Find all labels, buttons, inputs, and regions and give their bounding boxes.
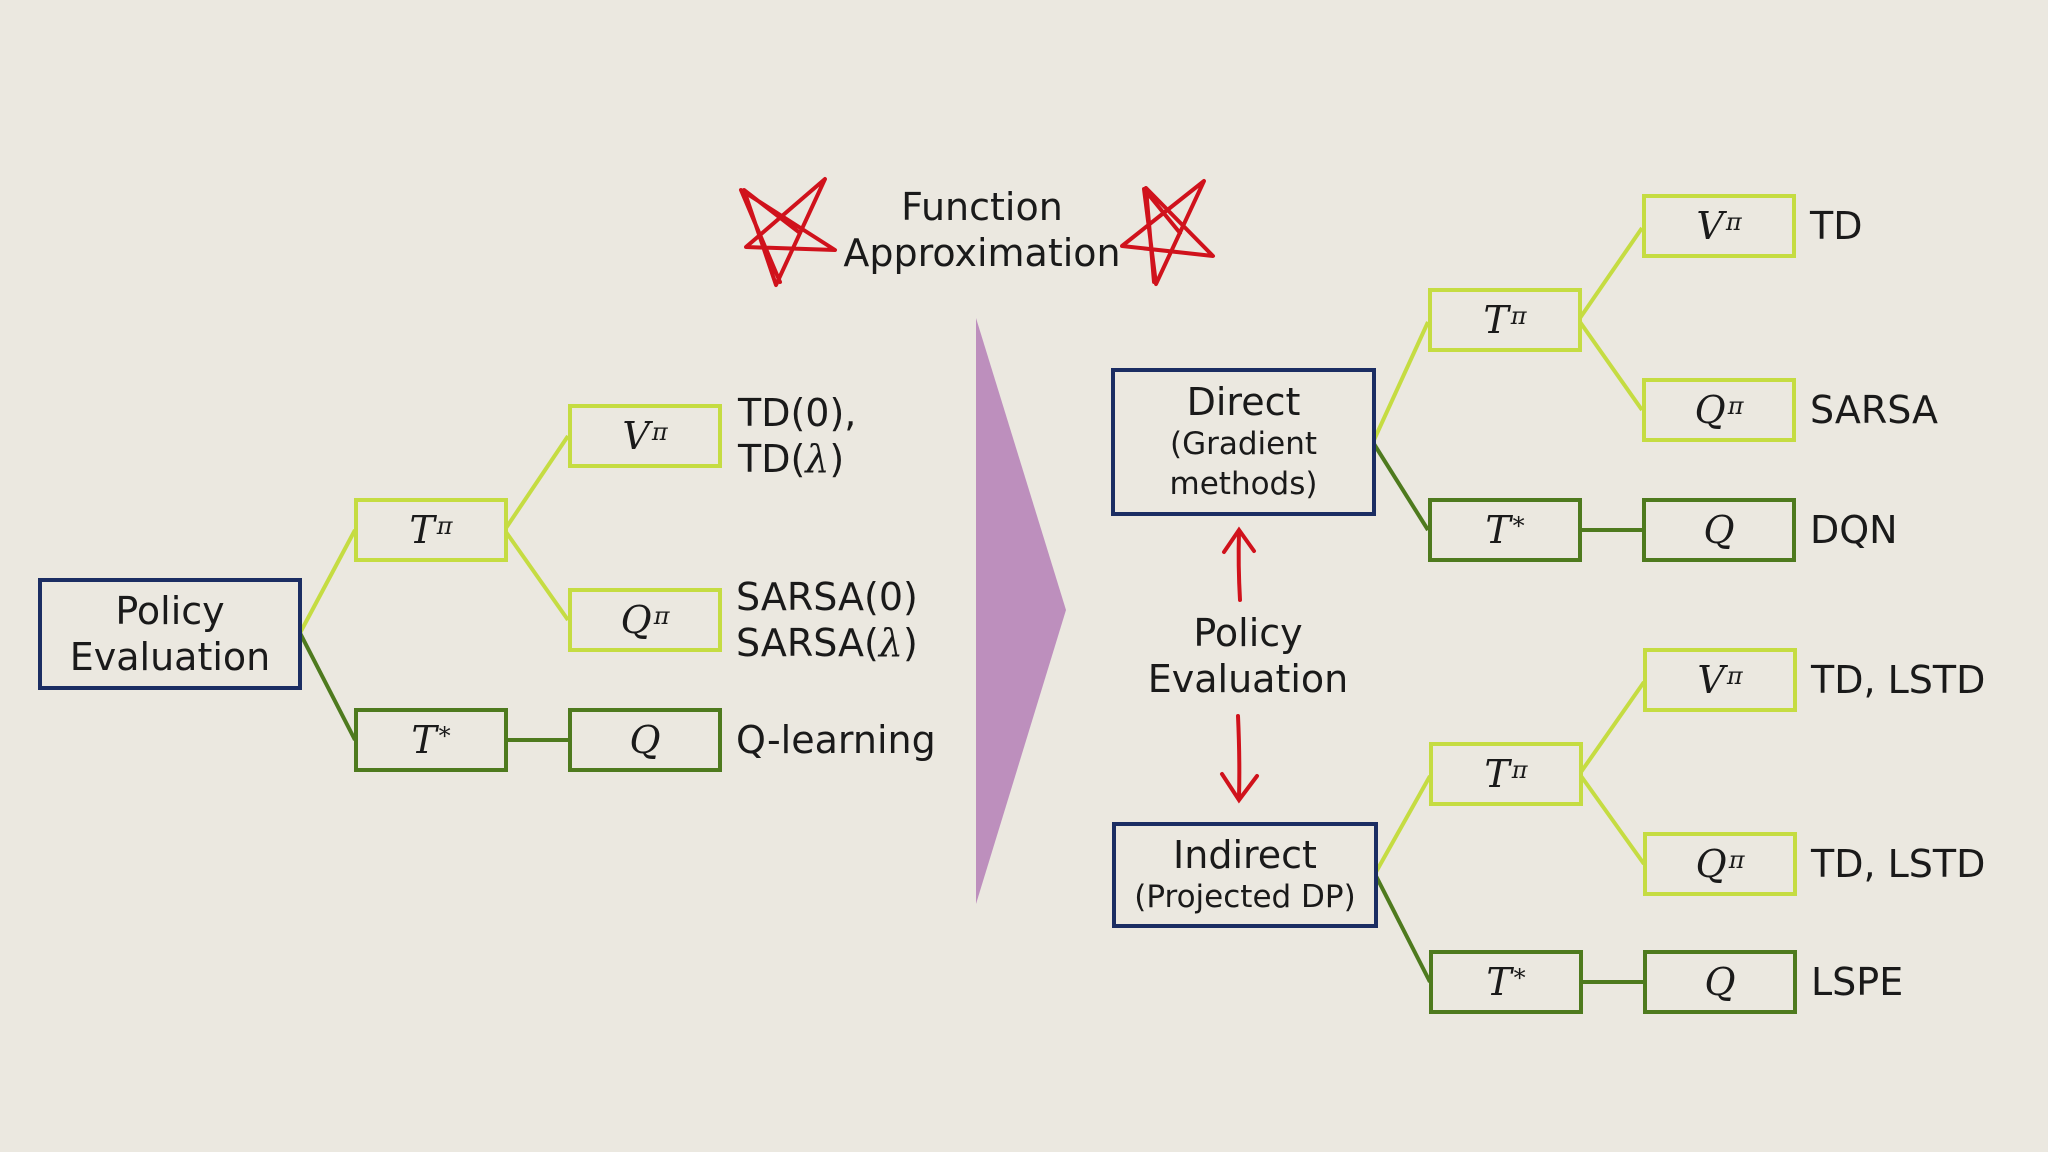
direct-q-box: Q: [1642, 498, 1796, 562]
star-icon: [1120, 179, 1215, 286]
direct-label-sarsa: SARSA: [1810, 388, 1939, 432]
direct-t-star-box: T*: [1428, 498, 1582, 562]
label-sarsa-lambda: SARSA(λ): [736, 621, 918, 665]
left-label-sarsa: SARSA(0) SARSA(λ): [736, 574, 918, 666]
left-policy-evaluation-box: Policy Evaluation: [38, 578, 302, 690]
indirect-t-star-box: T*: [1429, 950, 1583, 1014]
left-q-box: Q: [568, 708, 722, 772]
indirect-q-box: Q: [1643, 950, 1797, 1014]
connector-indirect-root-tpi: [1374, 775, 1432, 873]
connector-indirect-root-tstar: [1374, 875, 1432, 983]
indirect-label-td-lstd-v: TD, LSTD: [1811, 658, 1986, 702]
direct-title: Direct: [1186, 380, 1301, 424]
indirect-title: Indirect: [1173, 833, 1317, 877]
title-line-1: Function: [901, 185, 1063, 229]
indirect-box: Indirect (Projected DP): [1112, 822, 1378, 928]
up-arrow-icon: [1222, 526, 1256, 602]
connector-direct-tpi-vpi: [1578, 226, 1644, 320]
left-label-qlearning: Q-learning: [736, 718, 936, 762]
connector-left-tpi-vpi: [504, 434, 570, 530]
label-td-lambda: TD(λ): [738, 437, 845, 481]
down-arrow-icon: [1220, 714, 1259, 804]
direct-label-dqn: DQN: [1810, 508, 1898, 552]
big-right-arrow-icon: [976, 318, 1066, 904]
label-sarsa0: SARSA(0): [736, 575, 918, 619]
middle-line-1: Policy: [1193, 611, 1303, 655]
connector-direct-root-tstar: [1372, 442, 1430, 532]
indirect-label-td-lstd-q: TD, LSTD: [1811, 842, 1986, 886]
connector-left-tpi-qpi: [504, 530, 570, 622]
connector-left-root-tpi: [298, 529, 357, 634]
left-t-star-box: T*: [354, 708, 508, 772]
direct-sub-2: methods): [1169, 466, 1318, 502]
direct-sub-1: (Gradient: [1169, 426, 1318, 462]
connector-left-root-tstar: [298, 632, 357, 741]
left-root-line-1: Policy: [115, 589, 225, 633]
indirect-label-lspe: LSPE: [1811, 960, 1904, 1004]
left-root-line-2: Evaluation: [69, 635, 271, 679]
indirect-sub: (Projected DP): [1134, 879, 1356, 915]
middle-line-2: Evaluation: [1147, 657, 1349, 701]
connector-indirect-tpi-vpi: [1579, 680, 1646, 774]
connector-indirect-tpi-qpi: [1579, 774, 1646, 866]
star-icon: [739, 177, 837, 287]
middle-policy-evaluation: Policy Evaluation: [1130, 610, 1366, 702]
connector-direct-root-tpi: [1372, 321, 1430, 441]
title-line-2: Approximation: [843, 231, 1121, 275]
label-td0: TD(0),: [738, 391, 857, 435]
direct-box: Direct (Gradient methods): [1111, 368, 1376, 516]
left-label-td: TD(0), TD(λ): [738, 390, 856, 482]
connector-direct-tpi-qpi: [1578, 320, 1644, 412]
direct-label-td: TD: [1810, 204, 1863, 248]
title-function-approximation: Function Approximation: [840, 184, 1124, 276]
